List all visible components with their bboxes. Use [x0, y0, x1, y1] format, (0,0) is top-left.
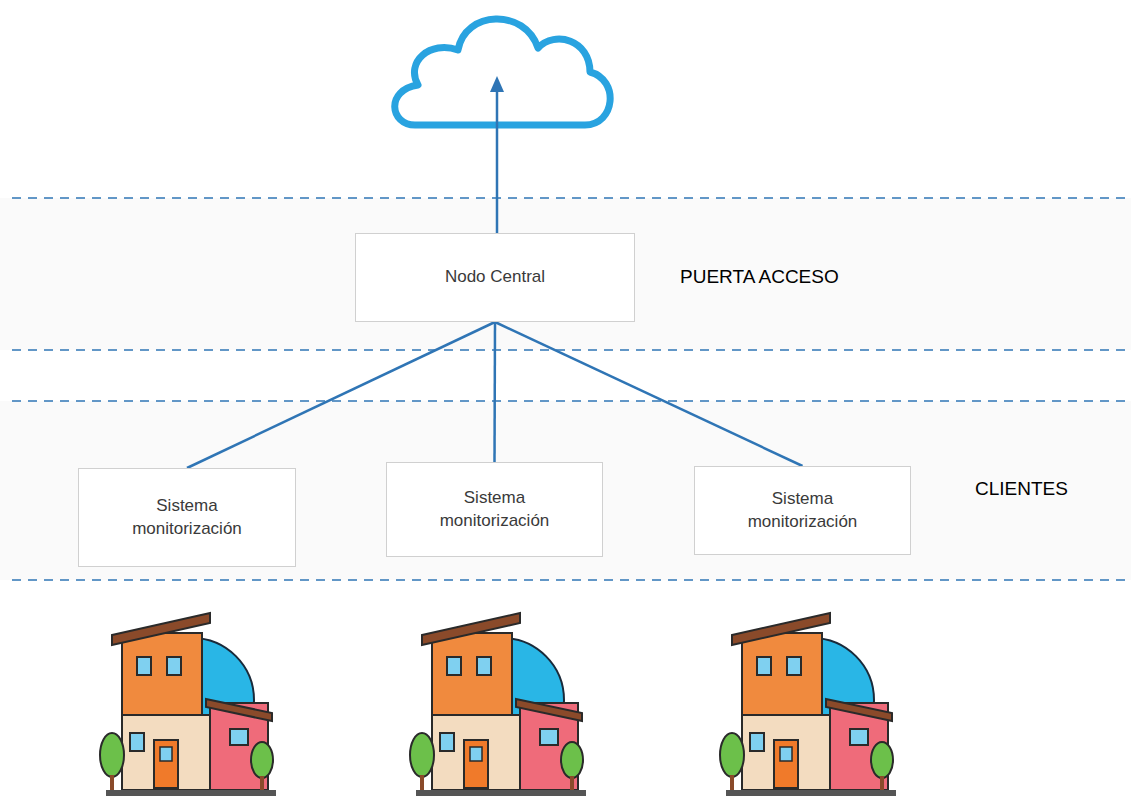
client-box: Sistema monitorización — [78, 468, 296, 567]
connector — [187, 322, 495, 468]
node-label: Sistema monitorización — [420, 487, 570, 533]
node-label: Sistema monitorización — [112, 495, 262, 541]
connector-line — [493, 322, 496, 462]
connector-line — [495, 322, 803, 466]
node-label: Nodo Central — [445, 266, 545, 289]
client-box: Sistema monitorización — [386, 462, 603, 557]
connector — [494, 322, 496, 462]
gateway-box: Nodo Central — [355, 233, 635, 322]
layer-label: PUERTA ACCESO — [680, 266, 839, 288]
node-label: Sistema monitorización — [728, 488, 878, 534]
connector-line — [187, 322, 495, 468]
connector — [495, 322, 803, 466]
client-box: Sistema monitorización — [694, 466, 911, 555]
layer-label: CLIENTES — [975, 478, 1068, 500]
